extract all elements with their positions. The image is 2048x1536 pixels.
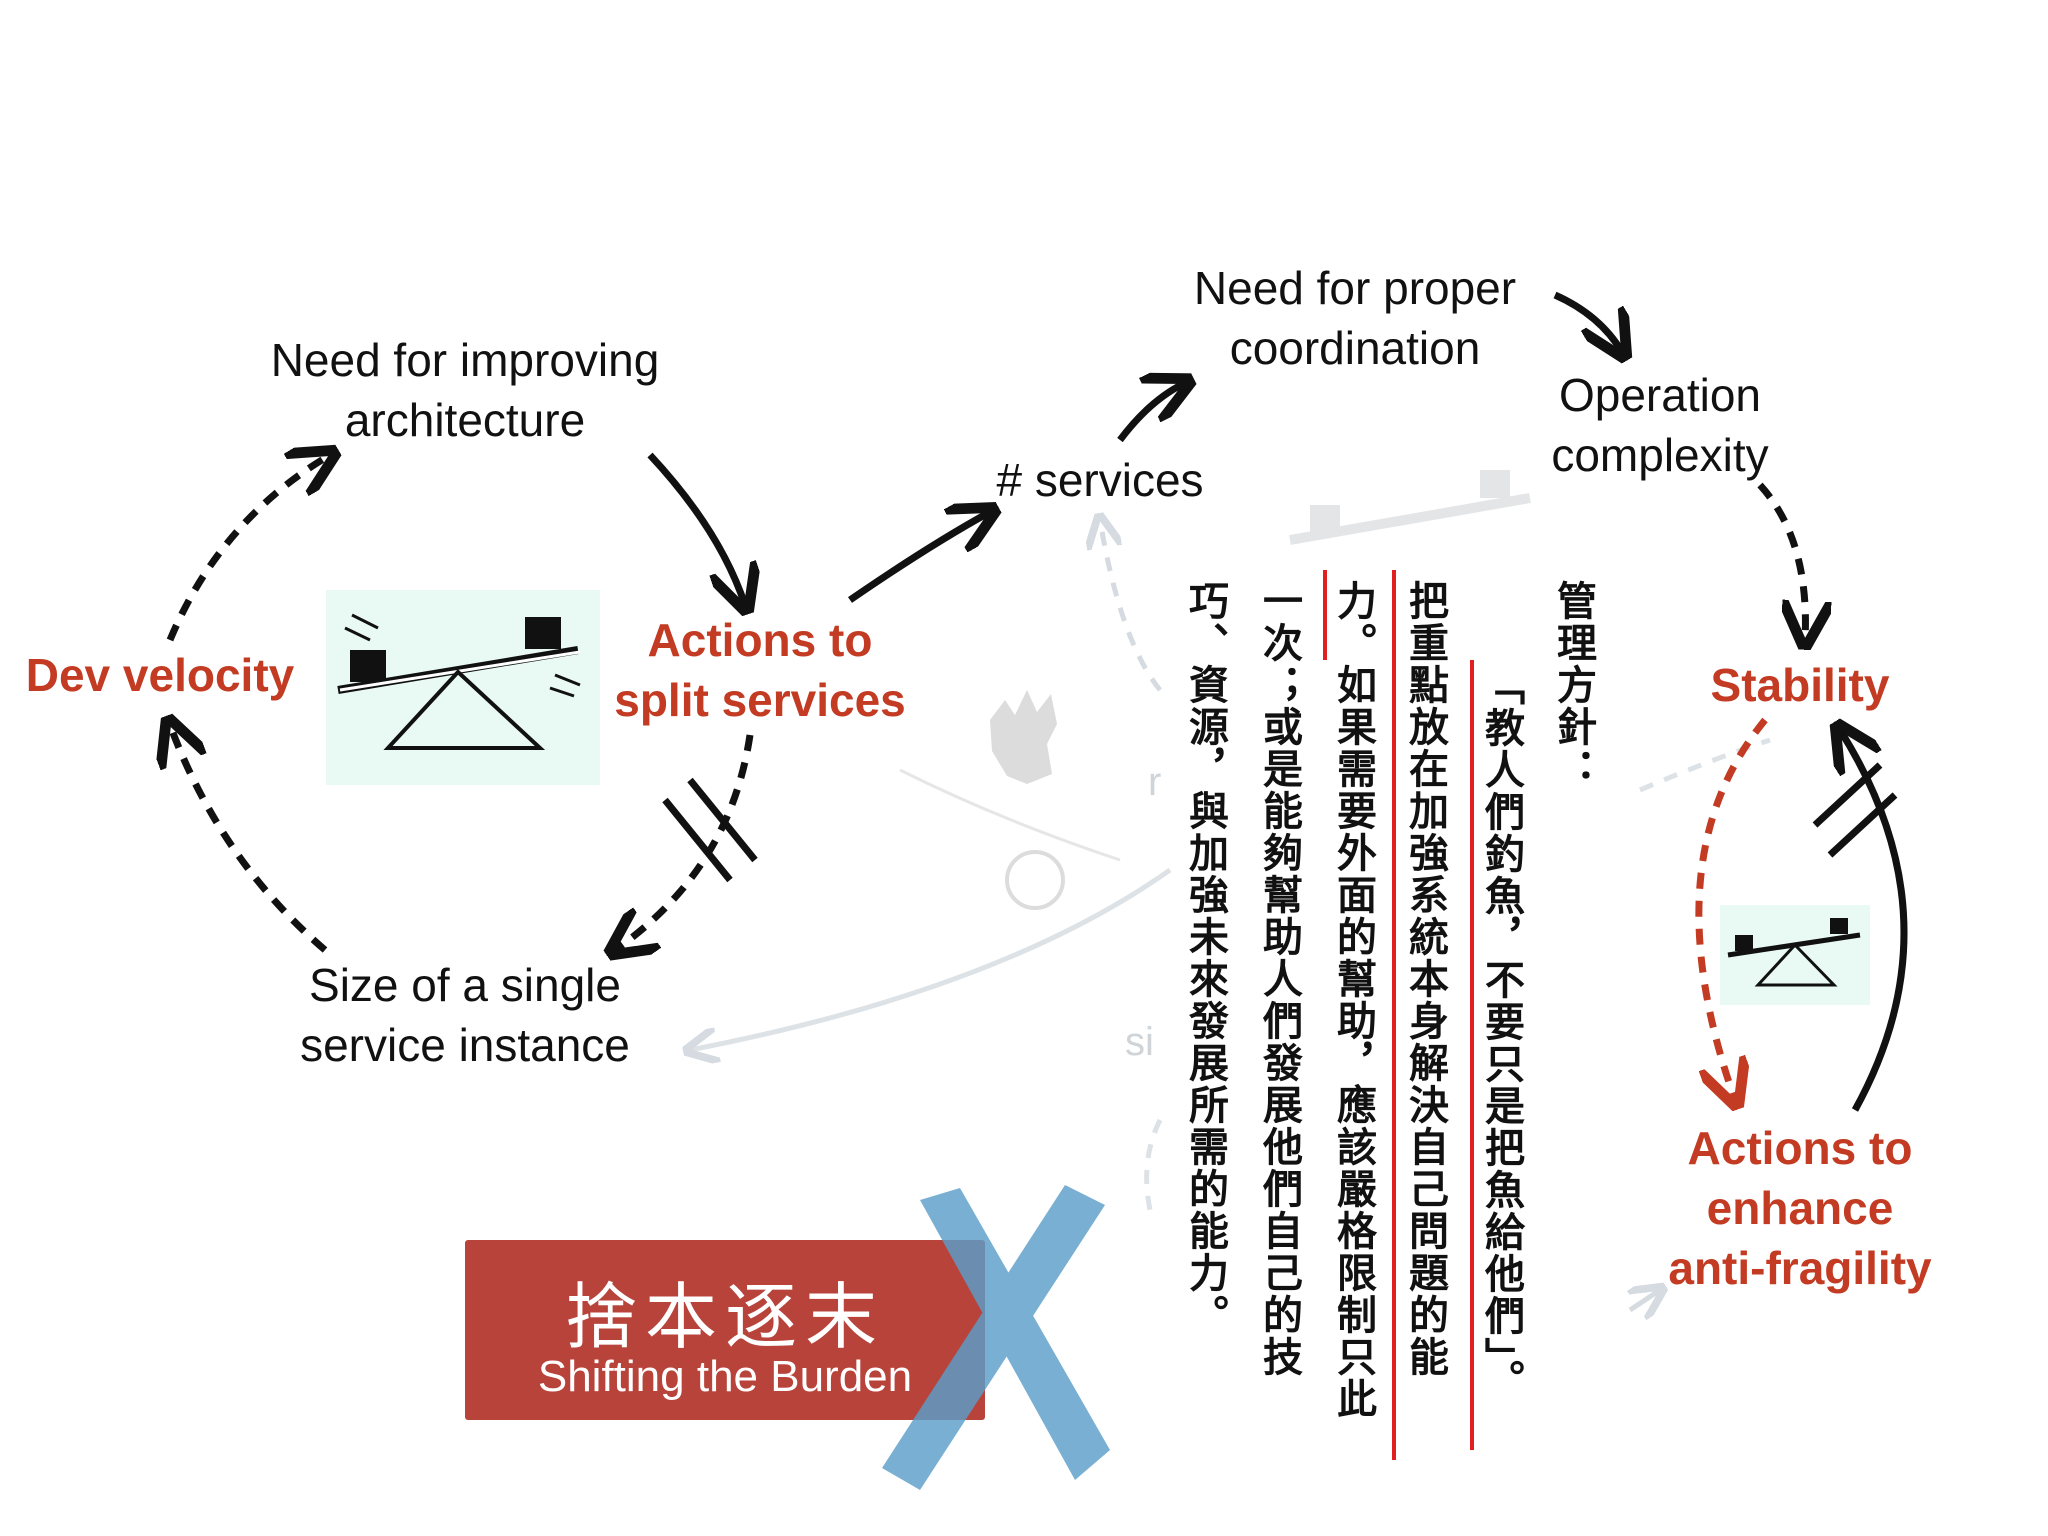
node-size-single-service-instance: Size of a single service instance [300,959,630,1071]
quote-line-5: 巧、資源，與加強未來發展所需的能力。 [1182,580,1228,1336]
arrow-stability-to-actions-enhance [1695,717,1768,1100]
arrow-services-to-need-coord [1117,383,1185,443]
ball-icon [1005,850,1065,910]
node-actions-enhance-anti-fragility: Actions to enhance anti-fragility [1668,1122,1932,1294]
arrow-actions-enhance-to-stability [1840,730,1908,1112]
ghost-seesaw-icon [1289,470,1531,545]
ghost-arrow-stability [1639,737,1771,793]
quote-heading: 管理方針： [1550,580,1596,790]
delay-mark-left [662,777,758,883]
ghost-arrow-lower [1144,1118,1163,1211]
quote-line-1: 「教人們釣魚，不要只是把魚給他們」。 [1478,665,1524,1401]
cross-out-icon [882,1185,1110,1490]
node-operation-complexity: Operation complexity [1551,369,1769,481]
ghost-text-si: si [1125,1020,1154,1064]
banner-chinese-title: 捨本逐末 [564,1275,885,1359]
quote-line-3: 力。如果需要外面的幫助，應該嚴格限制只此 [1330,580,1376,1420]
quote-line-2: 把重點放在加強系統本身解決自己問題的能 [1402,580,1448,1378]
ghost-hill-line [899,768,1121,862]
background-ghost-layer [690,470,1771,1310]
arrow-actions-split-to-size [615,734,754,950]
banner-english-title: Shifting the Burden [537,1352,913,1401]
arrow-need-coord-to-op-complexity [1553,291,1622,352]
arrow-need-arch-to-actions-split [647,452,745,605]
quote-rule-1 [1470,660,1474,1450]
arrow-actions-split-to-services [848,512,990,603]
arrow-op-complexity-to-stability [1757,482,1805,640]
quote-rule-3 [1323,570,1327,660]
arrow-size-to-dev-velocity [170,725,328,953]
quote-rule-2 [1392,570,1396,1460]
seesaw-icon [326,590,600,785]
arrow-dev-velocity-to-need-arch [166,455,330,642]
ghost-arrow-size [690,867,1172,1050]
quote-line-4: 一次；或是能夠幫助人們發展他們自己的技 [1256,580,1302,1378]
tree-icon [990,690,1057,784]
shifting-the-burden-banner: 捨本逐末 Shifting the Burden [465,1240,985,1420]
node-need-proper-coordination: Need for proper coordination [1193,262,1517,374]
management-quote-block: 管理方針： 「教人們釣魚，不要只是把魚給他們」。 把重點放在加強系統本身解決自己… [1180,560,1600,1460]
seesaw-icon-small [1720,905,1870,1005]
node-actions-split-services: Actions to split services [614,614,906,726]
node-dev-velocity: Dev velocity [25,649,295,701]
node-stability: Stability [1710,659,1890,711]
node-services-count: # services [996,454,1204,506]
ghost-arrow-right [1630,1290,1660,1310]
node-need-improving-architecture: Need for improving architecture [270,334,660,446]
delay-mark-right [1812,762,1898,858]
ghost-text-r: r [1148,760,1162,804]
ghost-arrow-services [1100,520,1162,692]
